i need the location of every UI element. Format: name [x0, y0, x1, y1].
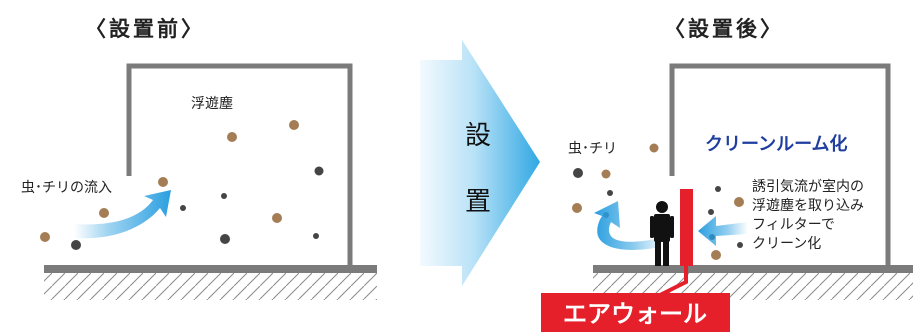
before-panel: 〈設置前〉 浮遊塵 虫･チリの流入	[21, 17, 377, 300]
particle	[715, 186, 721, 192]
airwall-leader-line	[659, 266, 688, 297]
particle	[220, 234, 230, 244]
particle	[711, 250, 721, 260]
airwall-label: エアウォール	[563, 300, 707, 328]
after-room-wall	[669, 63, 891, 266]
airwall-unit	[680, 189, 693, 266]
particle	[272, 213, 282, 223]
after-panel: 〈設置後〉 クリーンルーム化 虫･チリ 誘引気流が室内の 浮遊塵を取り込み フィ…	[541, 17, 913, 332]
particle	[649, 143, 659, 153]
particle	[40, 232, 50, 242]
person-icon	[650, 201, 674, 266]
particle	[573, 168, 583, 178]
install-arrow-text-2: 置	[465, 187, 491, 217]
particle	[313, 233, 319, 239]
note-line: 浮遊塵を取り込み	[752, 197, 864, 214]
particle	[221, 193, 227, 199]
particle	[99, 208, 109, 218]
after-bugs-label: 虫･チリ	[568, 141, 617, 157]
airwall-label-box	[541, 293, 730, 332]
particle	[601, 169, 611, 179]
particle	[158, 177, 168, 187]
particle	[737, 242, 743, 248]
particle	[227, 132, 237, 142]
cleanroom-title: クリーンルーム化	[705, 133, 848, 155]
note-line: クリーン化	[752, 236, 821, 252]
particle	[607, 190, 613, 196]
after-note: 誘引気流が室内の 浮遊塵を取り込み フィルターで クリーン化	[752, 178, 864, 252]
particle	[71, 240, 81, 250]
install-arrow-text-1: 設	[465, 121, 491, 151]
install-arrow: 設 置	[420, 40, 540, 286]
before-particles	[40, 120, 324, 250]
particle	[708, 209, 714, 215]
before-inflow-label: 虫･チリの流入	[21, 180, 112, 196]
intake-airflow-arrow	[698, 216, 748, 246]
before-ground-hatch	[44, 273, 377, 300]
note-line: 誘引気流が室内の	[752, 178, 864, 195]
particle	[314, 166, 324, 176]
note-line: フィルターで	[752, 217, 835, 233]
particle	[734, 197, 744, 207]
before-inflow-arrow	[74, 190, 171, 239]
after-heading: 〈設置後〉	[664, 17, 784, 41]
entrance-airflow-arrow	[594, 201, 660, 250]
before-floor	[44, 265, 377, 273]
particle	[572, 203, 582, 213]
particle	[289, 120, 299, 130]
before-heading: 〈設置前〉	[85, 17, 205, 41]
after-floor	[593, 265, 913, 273]
before-dust-label: 浮遊塵	[191, 95, 233, 112]
particle	[180, 205, 186, 211]
install-arrow-shape	[420, 40, 540, 286]
before-room-wall	[126, 63, 353, 266]
